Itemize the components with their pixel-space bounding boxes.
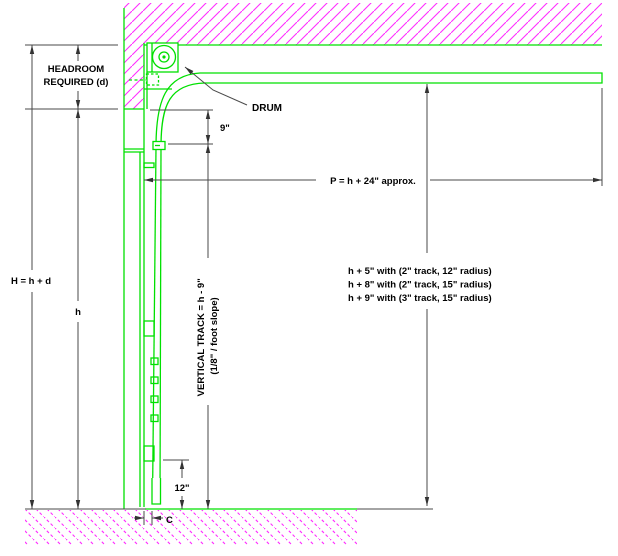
dim-total-height <box>29 45 35 509</box>
drum-assembly <box>146 42 179 73</box>
door-top-bracket <box>143 162 155 169</box>
track-curve-inner <box>160 82 206 148</box>
dim-projection <box>144 177 602 183</box>
text-labels: HEADROOM REQUIRED (d) DRUM 9" P = h + 24… <box>11 64 492 526</box>
floor-hatch <box>25 510 357 545</box>
drum-label: DRUM <box>252 103 282 114</box>
headroom-label-line1: HEADROOM <box>48 64 105 75</box>
dimension-lines <box>25 44 603 525</box>
dim-projection-label: P = h + 24" approx. <box>330 176 416 187</box>
header-bracket-dashed-box <box>145 73 160 86</box>
vertical-track-label-line2: (1/8" / foot slope) <box>209 297 220 374</box>
wall-header-hatch <box>124 3 602 109</box>
roller <box>150 376 159 385</box>
dim-opening-height <box>75 109 81 509</box>
dim-9in <box>205 110 211 144</box>
dim-track-height-note <box>424 84 430 506</box>
vertical-track-bottom-end <box>151 478 162 505</box>
hinge-plate <box>143 320 155 337</box>
dim-side-clearance-label: C <box>166 515 173 526</box>
roller <box>150 395 159 404</box>
dim-side-clearance <box>134 511 163 525</box>
track-note-2: h + 8" with (2" track, 15" radius) <box>348 280 492 291</box>
dim-headroom <box>75 45 81 109</box>
dim-total-height-label: H = h + d <box>11 276 51 287</box>
structure-green <box>123 8 603 510</box>
hinge-plate <box>143 445 155 462</box>
drum-circle-mid <box>158 51 170 63</box>
vertical-track-right-rail <box>159 146 162 501</box>
drum-leader <box>184 66 248 106</box>
dim-12in <box>179 460 185 509</box>
dim-opening-height-label: h <box>75 307 81 318</box>
track-note-1: h + 5" with (2" track, 12" radius) <box>348 266 492 277</box>
roller <box>150 357 159 366</box>
vertical-track-label-line1: VERTICAL TRACK = h - 9" <box>196 278 207 396</box>
horizontal-track <box>200 72 603 84</box>
track-curve-outer <box>155 72 201 148</box>
track-note-3: h + 9" with (3" track, 15" radius) <box>348 293 492 304</box>
dim-vertical-track <box>205 144 211 509</box>
dim-9in-label: 9" <box>220 123 230 134</box>
headroom-label-line2: REQUIRED (d) <box>44 77 109 88</box>
drum-hub-dot <box>162 55 166 59</box>
dim-12in-label: 12" <box>174 483 189 494</box>
vertical-track-label: VERTICAL TRACK = h - 9" (1/8" / foot slo… <box>196 276 220 397</box>
roller <box>150 414 159 423</box>
